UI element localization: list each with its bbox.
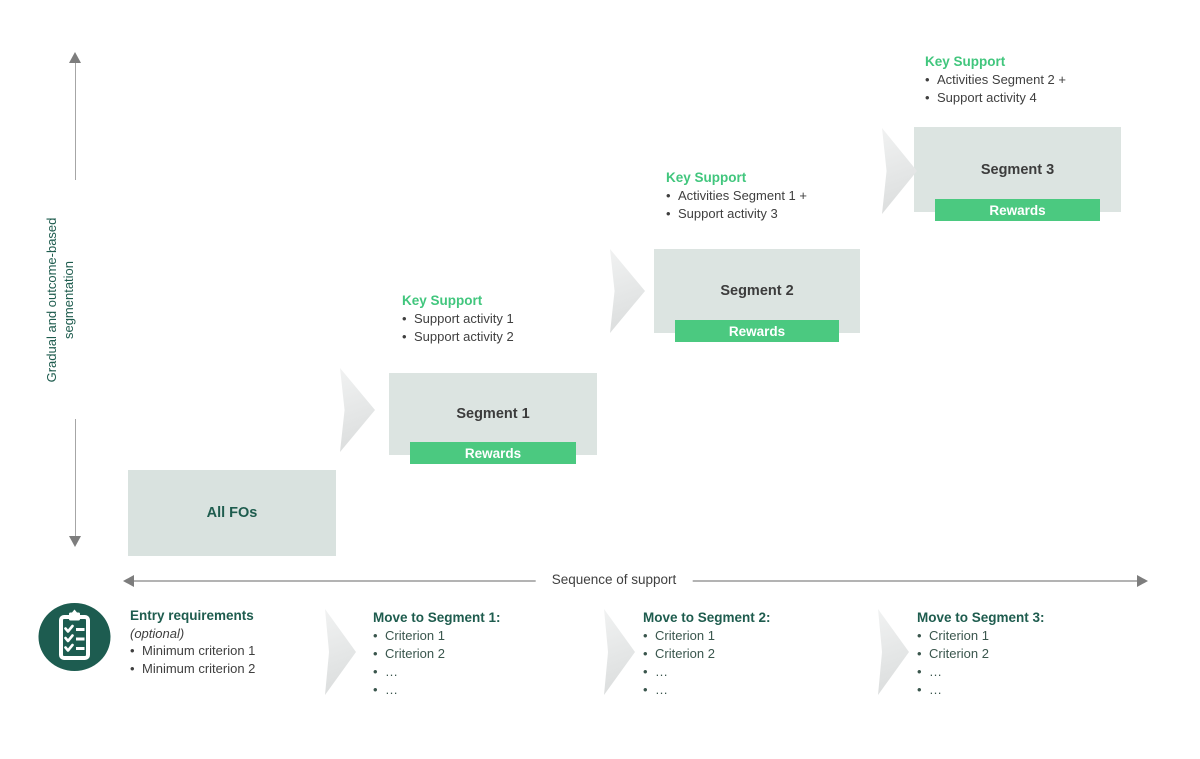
key-support-segment-2: Key Support Activities Segment 1 + Suppo… <box>666 169 807 223</box>
box-segment-1: Segment 1 Rewards <box>389 373 597 464</box>
entry-requirements-title: Entry requirements <box>130 608 254 623</box>
clipboard-checklist-icon <box>38 602 111 672</box>
criterion-item: Minimum criterion 2 <box>130 660 255 678</box>
vertical-axis-arrowhead-up <box>69 52 81 63</box>
chevron-arrow-icon <box>610 249 645 333</box>
chevron-arrow-icon <box>325 609 356 695</box>
key-support-item: Support activity 1 <box>402 310 514 328</box>
entry-requirements-subtitle: (optional) <box>130 626 185 641</box>
criterion-item: Criterion 2 <box>643 645 771 663</box>
criterion-item: Minimum criterion 1 <box>130 642 255 660</box>
criterion-item: Criterion 1 <box>643 627 771 645</box>
box-all-fos-label: All FOs <box>206 505 258 521</box>
criterion-item: Criterion 2 <box>373 645 501 663</box>
key-support-item: Activities Segment 2 + <box>925 71 1066 89</box>
key-support-segment-1: Key Support Support activity 1 Support a… <box>402 292 514 346</box>
criterion-item: … <box>643 681 771 699</box>
key-support-segment-3: Key Support Activities Segment 2 + Suppo… <box>925 53 1066 107</box>
chevron-arrow-icon <box>882 128 917 214</box>
criterion-item: Criterion 1 <box>373 627 501 645</box>
box-segment-3-label: Segment 3 <box>980 161 1055 178</box>
horizontal-axis-label: Sequence of support <box>535 572 693 587</box>
key-support-item: Support activity 3 <box>666 205 807 223</box>
vertical-axis-label: Gradual and outcome-based segmentation <box>44 217 76 383</box>
box-all-fos: All FOs <box>128 470 336 556</box>
box-segment-2: Segment 2 Rewards <box>654 249 860 342</box>
chevron-arrow-icon <box>604 609 635 695</box>
key-support-item: Activities Segment 1 + <box>666 187 807 205</box>
criterion-item: … <box>373 681 501 699</box>
criterion-item: … <box>643 663 771 681</box>
key-support-title: Key Support <box>402 293 483 308</box>
move-to-segment-1-column: Move to Segment 1: Criterion 1 Criterion… <box>373 609 501 699</box>
move-to-segment-2-column: Move to Segment 2: Criterion 1 Criterion… <box>643 609 771 699</box>
vertical-axis-line-bottom <box>74 419 76 538</box>
criterion-item: Criterion 1 <box>917 627 1045 645</box>
key-support-item: Support activity 2 <box>402 328 514 346</box>
criterion-item: … <box>917 663 1045 681</box>
box-segment-1-label: Segment 1 <box>456 406 530 422</box>
key-support-item: Support activity 4 <box>925 89 1066 107</box>
move-to-segment-1-title: Move to Segment 1: <box>373 610 501 625</box>
chevron-arrow-icon <box>340 368 375 452</box>
horizontal-axis-arrowhead-left <box>123 575 134 587</box>
move-to-segment-3-column: Move to Segment 3: Criterion 1 Criterion… <box>917 609 1045 699</box>
move-to-segment-3-title: Move to Segment 3: <box>917 610 1045 625</box>
criterion-item: … <box>373 663 501 681</box>
criterion-item: … <box>917 681 1045 699</box>
vertical-axis-line-top <box>74 62 76 180</box>
criterion-item: Criterion 2 <box>917 645 1045 663</box>
entry-requirements-column: Entry requirements (optional) Minimum cr… <box>130 607 255 678</box>
segment-2-rewards-banner: Rewards <box>675 320 839 342</box>
box-segment-3: Segment 3 Rewards <box>914 127 1121 221</box>
vertical-axis-arrowhead-down <box>69 536 81 547</box>
chevron-arrow-icon <box>878 609 909 695</box>
box-segment-2-label: Segment 2 <box>720 283 794 299</box>
key-support-title: Key Support <box>925 54 1006 69</box>
segment-3-rewards-banner: Rewards <box>935 199 1100 221</box>
horizontal-axis-arrowhead-right <box>1137 575 1148 587</box>
key-support-title: Key Support <box>666 170 747 185</box>
move-to-segment-2-title: Move to Segment 2: <box>643 610 771 625</box>
segment-1-rewards-banner: Rewards <box>410 442 576 464</box>
